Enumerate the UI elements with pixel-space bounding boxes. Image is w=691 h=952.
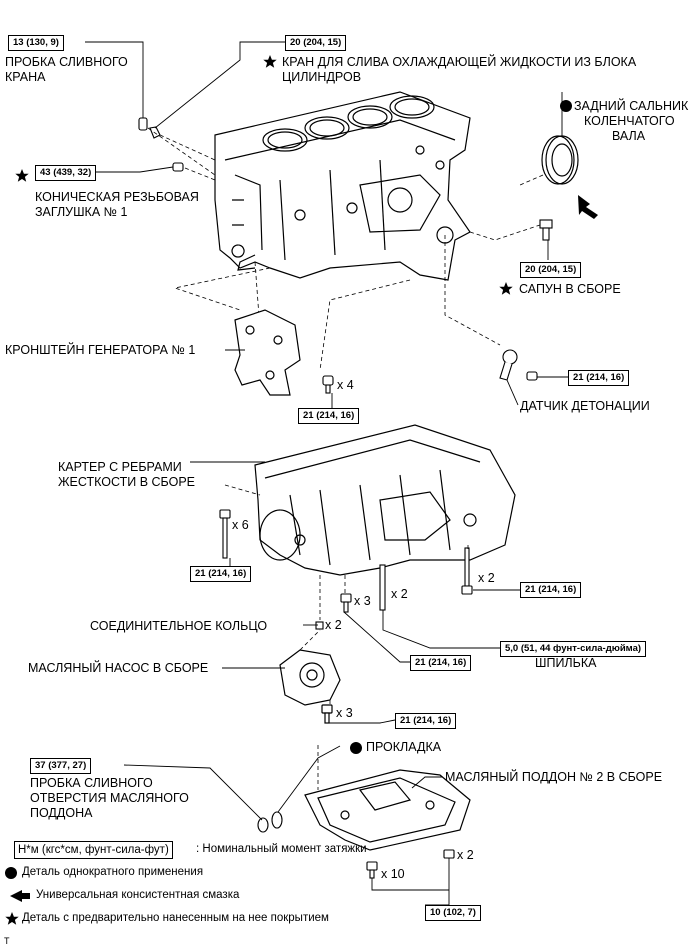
label-rear-oil-seal: ЗАДНИЙ САЛЬНИК КОЛЕНЧАТОГО ВАЛА bbox=[574, 99, 689, 143]
qty-bracket: x 4 bbox=[337, 378, 354, 392]
footer-mark: T bbox=[4, 936, 10, 946]
legend-precoated: Деталь с предварительно нанесенным на не… bbox=[22, 912, 329, 924]
precoated-star-icon-breather bbox=[499, 282, 513, 295]
non-reusable-icon-gasket bbox=[350, 742, 362, 754]
rear-oil-seal-drawing bbox=[541, 135, 579, 185]
torque-bracket: 21 (214, 16) bbox=[298, 408, 360, 424]
alignment-lines-bottom bbox=[224, 484, 469, 790]
bracket-bolt-drawing bbox=[322, 375, 334, 394]
torque-stiffener-left: 21 (214, 16) bbox=[190, 566, 252, 582]
torque-pump-upper: 21 (214, 16) bbox=[410, 655, 472, 671]
label-breather: САПУН В СБОРЕ bbox=[519, 282, 621, 296]
torque-drain-plug: 13 (130, 9) bbox=[8, 35, 64, 51]
label-gasket: ПРОКЛАДКА bbox=[366, 740, 442, 754]
torque-drain-cock: 20 (204, 15) bbox=[285, 35, 347, 51]
torque-oil-pan-plug: 37 (377, 27) bbox=[30, 758, 92, 774]
precoated-star-icon-legend bbox=[5, 912, 19, 925]
qty-stiffener-right: x 2 bbox=[478, 571, 495, 585]
torque-taper-plug: 43 (439, 32) bbox=[35, 165, 97, 181]
stiffening-crankcase-drawing bbox=[254, 424, 516, 576]
qty-pan-large: x 10 bbox=[381, 867, 405, 881]
torque-stiffener-right: 21 (214, 16) bbox=[520, 582, 582, 598]
label-stud: ШПИЛЬКА bbox=[535, 656, 597, 670]
torque-breather: 20 (204, 15) bbox=[520, 262, 582, 278]
qty-pump-upper: x 3 bbox=[354, 594, 371, 608]
torque-knock-sensor: 21 (214, 16) bbox=[568, 370, 630, 386]
oil-pan-gasket-drawing bbox=[257, 811, 283, 833]
qty-stiffener-left: x 6 bbox=[232, 518, 249, 532]
non-reusable-icon bbox=[5, 867, 17, 879]
taper-plug-drawing bbox=[172, 162, 184, 172]
label-drain-cock: КРАН ДЛЯ СЛИВА ОХЛАЖДАЮЩЕЙ ЖИДКОСТИ ИЗ Б… bbox=[282, 55, 637, 84]
qty-pump-lower: x 3 bbox=[336, 706, 353, 720]
grease-arrow-icon-legend bbox=[10, 890, 30, 902]
legend-grease: Универсальная консистентная смазка bbox=[36, 889, 240, 901]
cylinder-block-drawing bbox=[214, 91, 471, 281]
label-oil-pan: МАСЛЯНЫЙ ПОДДОН № 2 В СБОРЕ bbox=[445, 770, 663, 784]
legend-torque-unit: Н*м (кгс*см, фунт-сила-фут) bbox=[14, 841, 173, 859]
torque-stud: 5,0 (51, 44 фунт-сила-дюйма) bbox=[500, 641, 647, 657]
legend-torque-desc: : Номинальный момент затяжки bbox=[196, 843, 367, 855]
torque-oil-pan-bolts: 10 (102, 7) bbox=[425, 905, 481, 921]
non-reusable-icon-rear-seal bbox=[560, 100, 572, 112]
drain-plug-drawing bbox=[138, 117, 161, 139]
oil-pan-bolts-drawing bbox=[366, 849, 455, 879]
qty-ring: x 2 bbox=[325, 618, 342, 632]
qty-stud: x 2 bbox=[391, 587, 408, 601]
torque-pump-lower: 21 (214, 16) bbox=[395, 713, 457, 729]
crankcase-bolts-drawing bbox=[219, 509, 473, 630]
generator-bracket-drawing bbox=[234, 309, 301, 396]
breather-drawing bbox=[539, 219, 553, 241]
oil-pan-drawing bbox=[304, 769, 471, 851]
label-connecting-ring: СОЕДИНИТЕЛЬНОЕ КОЛЬЦО bbox=[90, 619, 268, 633]
knock-sensor-drawing bbox=[499, 349, 538, 381]
qty-pan-small: x 2 bbox=[457, 848, 474, 862]
legend-non-reusable: Деталь однократного применения bbox=[22, 866, 204, 878]
precoated-star-icon-taper-plug bbox=[15, 169, 29, 182]
label-oil-pump: МАСЛЯНЫЙ НАСОС В СБОРЕ bbox=[28, 661, 209, 675]
precoated-star-icon-drain-cock bbox=[263, 55, 277, 68]
label-knock-sensor: ДАТЧИК ДЕТОНАЦИИ bbox=[520, 399, 650, 413]
label-generator-bracket: КРОНШТЕЙН ГЕНЕРАТОРА № 1 bbox=[5, 343, 196, 357]
oil-pump-drawing bbox=[279, 649, 341, 724]
grease-arrow-icon bbox=[578, 195, 598, 219]
